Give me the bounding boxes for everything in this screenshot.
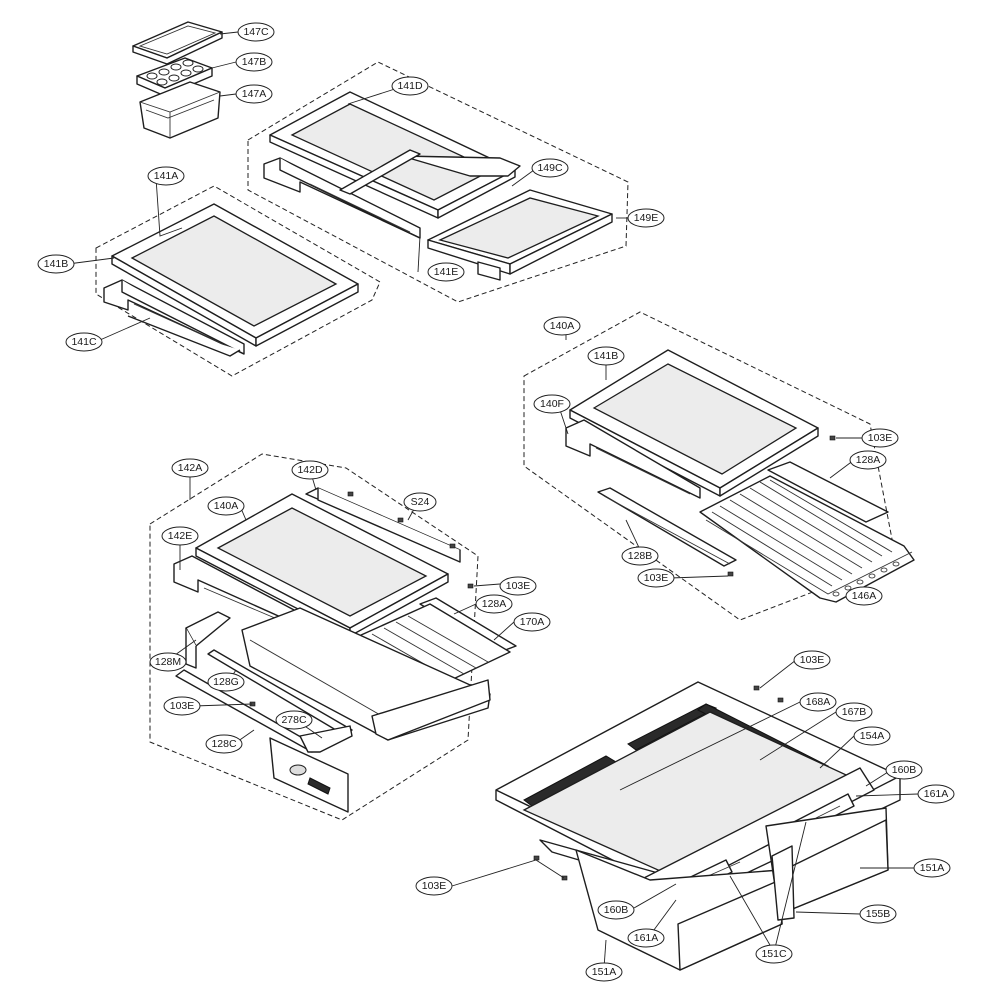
callout-140F: 140F xyxy=(533,394,571,414)
svg-text:160B: 160B xyxy=(892,764,917,776)
callout-167B: 167B xyxy=(835,702,873,722)
callout-S24: S24 xyxy=(403,492,437,512)
svg-text:142D: 142D xyxy=(297,464,323,476)
svg-text:142E: 142E xyxy=(168,530,193,542)
callout-142D: 142D xyxy=(291,460,329,480)
svg-text:146A: 146A xyxy=(852,590,877,602)
callout-128B: 128B xyxy=(621,546,659,566)
svg-text:128A: 128A xyxy=(856,454,881,466)
callout-103E-b2: 103E xyxy=(415,876,453,896)
svg-text:141D: 141D xyxy=(397,80,423,92)
svg-text:140F: 140F xyxy=(540,398,564,410)
callout-149E: 149E xyxy=(627,208,665,228)
svg-text:128G: 128G xyxy=(213,676,239,688)
callout-278C: 278C xyxy=(275,710,313,730)
callout-141B-top: 141B xyxy=(37,254,75,274)
svg-text:168A: 168A xyxy=(806,696,831,708)
svg-text:170A: 170A xyxy=(520,616,545,628)
callout-128M: 128M xyxy=(149,652,187,672)
callout-128C: 128C xyxy=(205,734,243,754)
callout-140A-right: 140A xyxy=(543,316,581,336)
callout-128G: 128G xyxy=(207,672,245,692)
svg-text:103E: 103E xyxy=(868,432,893,444)
callout-151A-right: 151A xyxy=(913,858,951,878)
callout-103E-b1: 103E xyxy=(793,650,831,670)
callout-141A: 141A xyxy=(147,166,185,186)
svg-text:154A: 154A xyxy=(860,730,885,742)
svg-text:128B: 128B xyxy=(628,550,653,562)
svg-text:141A: 141A xyxy=(154,170,179,182)
svg-text:103E: 103E xyxy=(422,880,447,892)
svg-text:147A: 147A xyxy=(242,88,267,100)
callout-151A-left: 151A xyxy=(585,962,623,982)
egg-tray-assembly xyxy=(132,21,223,139)
svg-text:128M: 128M xyxy=(155,656,181,668)
svg-text:142A: 142A xyxy=(178,462,203,474)
callout-147A: 147A xyxy=(235,84,273,104)
callout-168A: 168A xyxy=(799,692,837,712)
svg-text:140A: 140A xyxy=(550,320,575,332)
svg-text:151A: 151A xyxy=(592,966,617,978)
callout-141C: 141C xyxy=(65,332,103,352)
callout-128A-left: 128A xyxy=(475,594,513,614)
callout-161A-left: 161A xyxy=(627,928,665,948)
callout-149C: 149C xyxy=(531,158,569,178)
callout-154A: 154A xyxy=(853,726,891,746)
svg-text:155B: 155B xyxy=(866,908,891,920)
callout-128A-right: 128A xyxy=(849,450,887,470)
svg-text:161A: 161A xyxy=(634,932,659,944)
svg-text:103E: 103E xyxy=(800,654,825,666)
callout-160B-left: 160B xyxy=(597,900,635,920)
shelf-basket-assembly-140A xyxy=(523,311,915,621)
svg-text:103E: 103E xyxy=(644,572,669,584)
svg-text:149C: 149C xyxy=(537,162,563,174)
svg-text:141B: 141B xyxy=(44,258,69,270)
svg-text:151A: 151A xyxy=(920,862,945,874)
callout-155B: 155B xyxy=(859,904,897,924)
svg-text:149E: 149E xyxy=(634,212,659,224)
svg-text:167B: 167B xyxy=(842,706,867,718)
callout-141B-right: 141B xyxy=(587,346,625,366)
callout-141E: 141E xyxy=(427,262,465,282)
callout-103E-l2: 103E xyxy=(163,696,201,716)
split-shelf-assembly-149E xyxy=(247,61,629,303)
svg-text:141B: 141B xyxy=(594,350,619,362)
svg-text:147B: 147B xyxy=(242,56,267,68)
callout-160B-right: 160B xyxy=(885,760,923,780)
svg-text:128A: 128A xyxy=(482,598,507,610)
callout-170A: 170A xyxy=(513,612,551,632)
svg-text:151C: 151C xyxy=(761,948,787,960)
callout-147C: 147C xyxy=(237,22,275,42)
callout-142A: 142A xyxy=(171,458,209,478)
callout-140A-left: 140A xyxy=(207,496,245,516)
shelf-drawer-assembly-142A xyxy=(149,453,517,821)
svg-text:140A: 140A xyxy=(214,500,239,512)
callout-151C: 151C xyxy=(755,944,793,964)
svg-text:141E: 141E xyxy=(434,266,459,278)
svg-text:141C: 141C xyxy=(71,336,97,348)
svg-text:S24: S24 xyxy=(411,496,430,508)
svg-text:278C: 278C xyxy=(281,714,307,726)
svg-text:128C: 128C xyxy=(211,738,237,750)
callout-161A-right: 161A xyxy=(917,784,955,804)
crisper-assembly xyxy=(495,681,901,971)
callout-103E-l1: 103E xyxy=(499,576,537,596)
svg-text:161A: 161A xyxy=(924,788,949,800)
glass-shelf-assembly-141A xyxy=(95,185,381,377)
callout-146A: 146A xyxy=(845,586,883,606)
callout-141D: 141D xyxy=(391,76,429,96)
callout-103E-r1: 103E xyxy=(861,428,899,448)
callout-147B: 147B xyxy=(235,52,273,72)
svg-text:103E: 103E xyxy=(506,580,531,592)
svg-text:160B: 160B xyxy=(604,904,629,916)
svg-text:147C: 147C xyxy=(243,26,269,38)
callout-103E-r2: 103E xyxy=(637,568,675,588)
svg-text:103E: 103E xyxy=(170,700,195,712)
callout-142E: 142E xyxy=(161,526,199,546)
